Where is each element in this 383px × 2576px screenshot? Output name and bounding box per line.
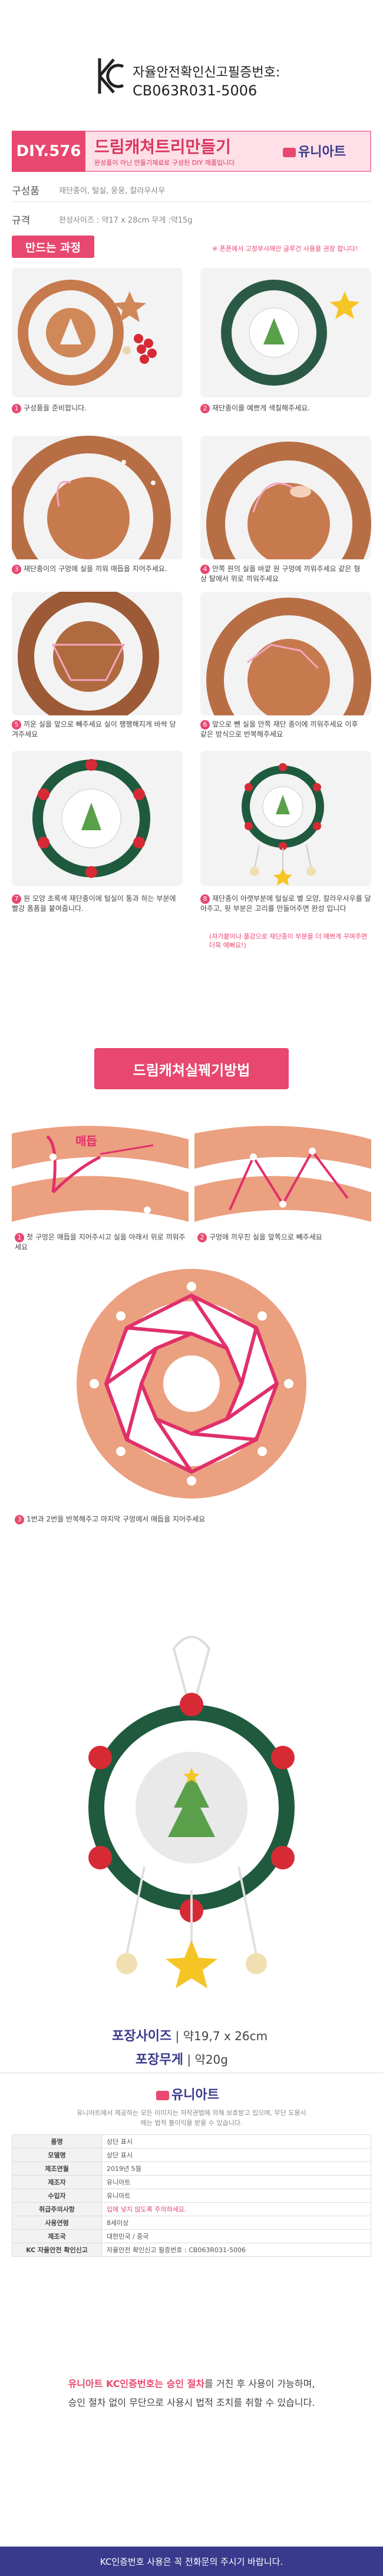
brand-icon xyxy=(156,2091,169,2100)
package-weight: 포장무게 | 약20g xyxy=(136,2053,228,2067)
size-value: 완성사이즈 : 약17 x 28cm 무게 :약15g xyxy=(59,216,193,225)
spec-table-value: 상단 표시 xyxy=(101,2134,371,2149)
copyright-notice: 유니아트에서 제공하는 모든 이미지는 저작권법에 의해 보호받고 있으며, 무… xyxy=(77,2109,306,2127)
step-3-image xyxy=(12,436,183,559)
step-8-note: (자가붙이나 풀감으로 재단종이 부분을 더 예쁘게 꾸며주면 더욱 예뻐요!) xyxy=(209,933,368,949)
kc-logo xyxy=(97,56,126,96)
spec-table-value: 유니아트 xyxy=(101,2175,371,2189)
kc-warning: 유니아트 KC인증번호는 승인 절차를 거친 후 사용이 가능하며, 승인 절차… xyxy=(68,2378,315,2408)
spec-table-key: 취급주의사항 xyxy=(12,2202,102,2216)
spec-table-value: 2019년 5월 xyxy=(101,2161,371,2176)
brand-icon xyxy=(283,148,296,157)
size-label: 규격 xyxy=(12,215,31,227)
notice: ※ 폰폰에서 고정부사에만 글루건 사용을 권장 합니다! xyxy=(212,245,358,253)
step-5-image xyxy=(12,592,183,715)
kc-cert-label: 자율안전확인신고필증번호: xyxy=(133,65,280,80)
spec-table-key: KC 자율안전 확인신고 xyxy=(12,2243,102,2257)
step-8-image xyxy=(200,751,371,886)
spec-table-value: 자율안전 확인신고 필증번호 : CB063R031-5006 xyxy=(101,2243,371,2257)
spec-table-key: 제조자 xyxy=(12,2175,102,2189)
brand-logo-top: 유니아트 xyxy=(283,141,346,160)
brand-name: 유니아트 xyxy=(298,145,346,160)
spec-table-key: 사용연령 xyxy=(12,2216,102,2230)
product-image xyxy=(74,1613,309,2002)
kc-cert-number: CB063R031-5006 xyxy=(133,82,257,99)
spec-table-key: 모델명 xyxy=(12,2148,102,2162)
spec-table-key: 품명 xyxy=(12,2134,102,2149)
spec-table-value: 입에 넣지 않도록 주의하세요. xyxy=(101,2202,371,2216)
spec-table-value: 대한민국 / 중국 xyxy=(101,2229,371,2243)
product-title: 드림캐쳐트리만들기 xyxy=(94,137,231,157)
spec-table-key: 수입자 xyxy=(12,2189,102,2203)
spec-table-value: 8세이상 xyxy=(101,2216,371,2230)
step-7-image xyxy=(12,751,183,886)
weaving-title: 드림캐쳐실꿰기방법 xyxy=(94,1048,289,1089)
step-4-image xyxy=(200,436,371,559)
product-subtitle: 완성품이 아닌 만들기재료로 구성된 DIY 제품입니다 xyxy=(94,159,235,167)
knot-label: 매듭 xyxy=(75,1134,97,1148)
spec-table-value: 유니아트 xyxy=(101,2189,371,2203)
tab-steps: 만드는 과정 xyxy=(12,236,94,258)
step-2-image xyxy=(200,268,371,397)
spec-table-key: 제조연월 xyxy=(12,2161,102,2176)
divider xyxy=(12,201,371,202)
step-1-image xyxy=(12,268,183,397)
composition-value: 재단종이, 털실, 웅웅, 칼라우사우 xyxy=(59,187,166,195)
composition-label: 구성품 xyxy=(12,185,39,197)
brand-logo-bottom: 유니아트 xyxy=(156,2084,219,2103)
spec-table-key: 제조국 xyxy=(12,2229,102,2243)
footer-bar: KC인증번호 사용은 꼭 전화문의 주시기 바랍니다. xyxy=(0,2547,383,2576)
spec-table-value: 상단 표시 xyxy=(101,2148,371,2162)
weave-step-3-image xyxy=(24,1266,359,1501)
package-size: 포장사이즈 | 약19,7 x 26cm xyxy=(112,2029,268,2044)
weave-step-1-image: 매듭 xyxy=(12,1122,189,1228)
weave-step-2-image xyxy=(194,1122,371,1228)
step-6-image xyxy=(200,592,371,715)
diy-code: DIY.576 xyxy=(12,131,85,172)
